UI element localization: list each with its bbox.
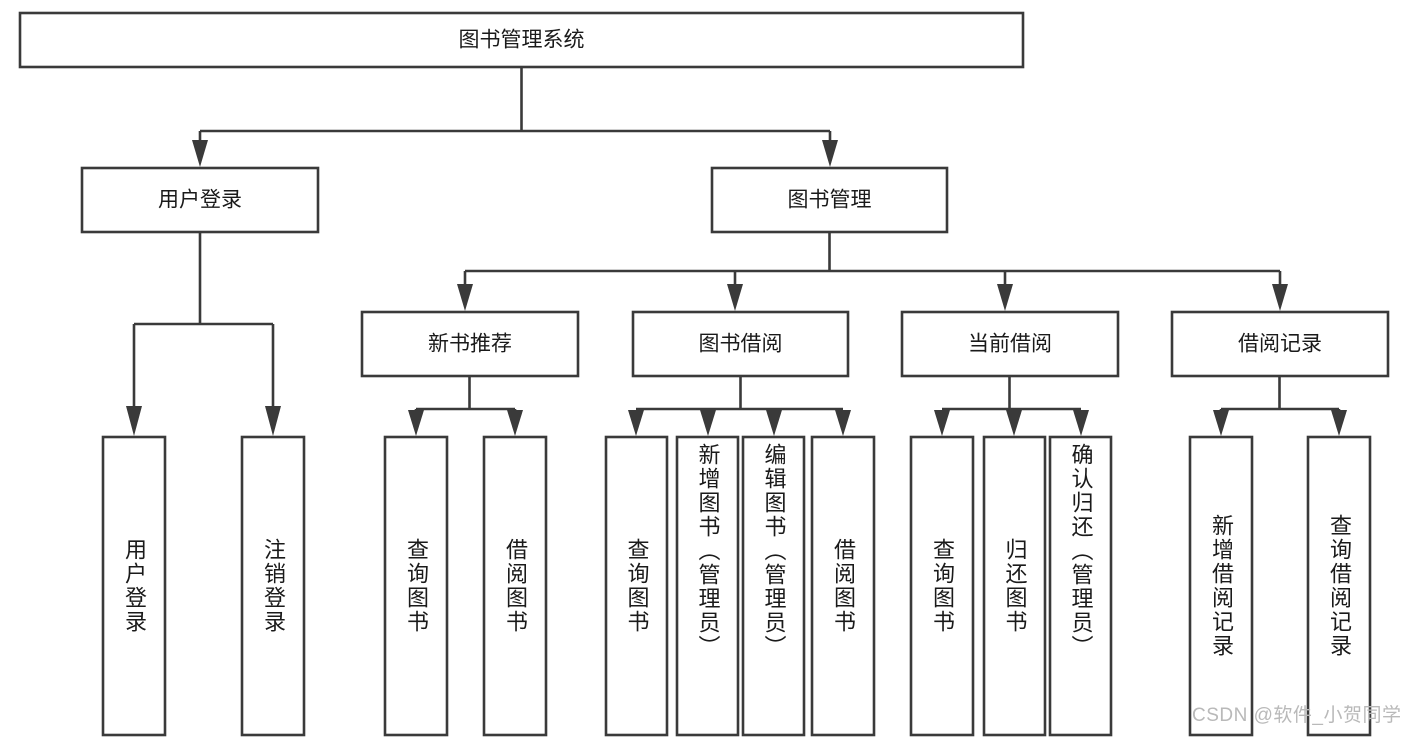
connector-group-user-login [126,232,281,436]
node-box-user-login[interactable] [80,166,320,234]
node-box-new-book-recommend[interactable] [360,310,580,378]
horizontal-label-layer: 图书管理系统 用户登录 图书管理 新书推荐 图书借阅 当前借阅 借阅记录 [158,29,1322,356]
arrow-head-icon [727,284,743,311]
node-label-user-login: 用户登录 [158,189,242,212]
node-label-root: 图书管理系统 [459,29,585,52]
leaf-box-borrow-book-2[interactable] [810,435,876,737]
node-box-root[interactable] [18,11,1025,69]
arrow-head-icon [1073,410,1089,436]
leaf-box-add-book[interactable] [675,435,740,737]
node-label-book-borrow: 图书借阅 [699,333,783,356]
connector-group-borrow-record [1213,376,1347,436]
node-label-current-borrow: 当前借阅 [968,333,1052,356]
arrow-head-icon [766,410,782,436]
node-box-book-manage[interactable] [710,166,949,234]
leaf-box-user-logout[interactable] [240,435,306,737]
arrow-head-icon [700,410,716,436]
leaf-box-query-book-3[interactable] [909,435,975,737]
arrow-head-icon [192,140,208,167]
leaf-box-query-record[interactable] [1306,435,1372,737]
arrow-head-icon [457,284,473,311]
node-label-borrow-record: 借阅记录 [1238,333,1322,356]
node-box-current-borrow[interactable] [900,310,1120,378]
arrow-head-icon [822,140,838,167]
arrow-head-icon [997,284,1013,311]
arrow-head-icon [126,406,142,436]
leaf-box-edit-book[interactable] [741,435,806,737]
arrow-head-icon [507,410,523,436]
arrow-head-icon [1006,410,1022,436]
node-box-borrow-record[interactable] [1170,310,1390,378]
leaf-box-confirm-return[interactable] [1048,435,1113,737]
leaf-box-add-record[interactable] [1188,435,1254,737]
node-box-book-borrow[interactable] [631,310,850,378]
arrow-head-icon [1213,410,1229,436]
csdn-watermark: CSDN @软件_小贺同学 [1192,705,1402,726]
connector-group-root [192,67,838,167]
arrow-head-icon [934,410,950,436]
arrow-head-icon [835,410,851,436]
arrow-head-icon [1331,410,1347,436]
node-rect-layer [18,11,1390,737]
arrow-head-icon [408,410,424,436]
leaf-box-borrow-book-1[interactable] [482,435,548,737]
connector-group-book-borrow [628,376,851,436]
connector-group-book-manage [457,232,1288,311]
connector-group-new-book-recommend [408,376,523,436]
leaf-box-user-login[interactable] [101,435,167,737]
arrow-head-icon [265,406,281,436]
leaf-box-query-book-2[interactable] [604,435,669,737]
arrow-head-icon [1272,284,1288,311]
leaf-box-return-book[interactable] [982,435,1047,737]
node-label-book-manage: 图书管理 [788,189,872,212]
leaf-box-query-book-1[interactable] [383,435,449,737]
connector-group-current-borrow [934,376,1089,436]
arrow-head-icon [628,410,644,436]
node-label-new-book-recommend: 新书推荐 [428,333,512,356]
